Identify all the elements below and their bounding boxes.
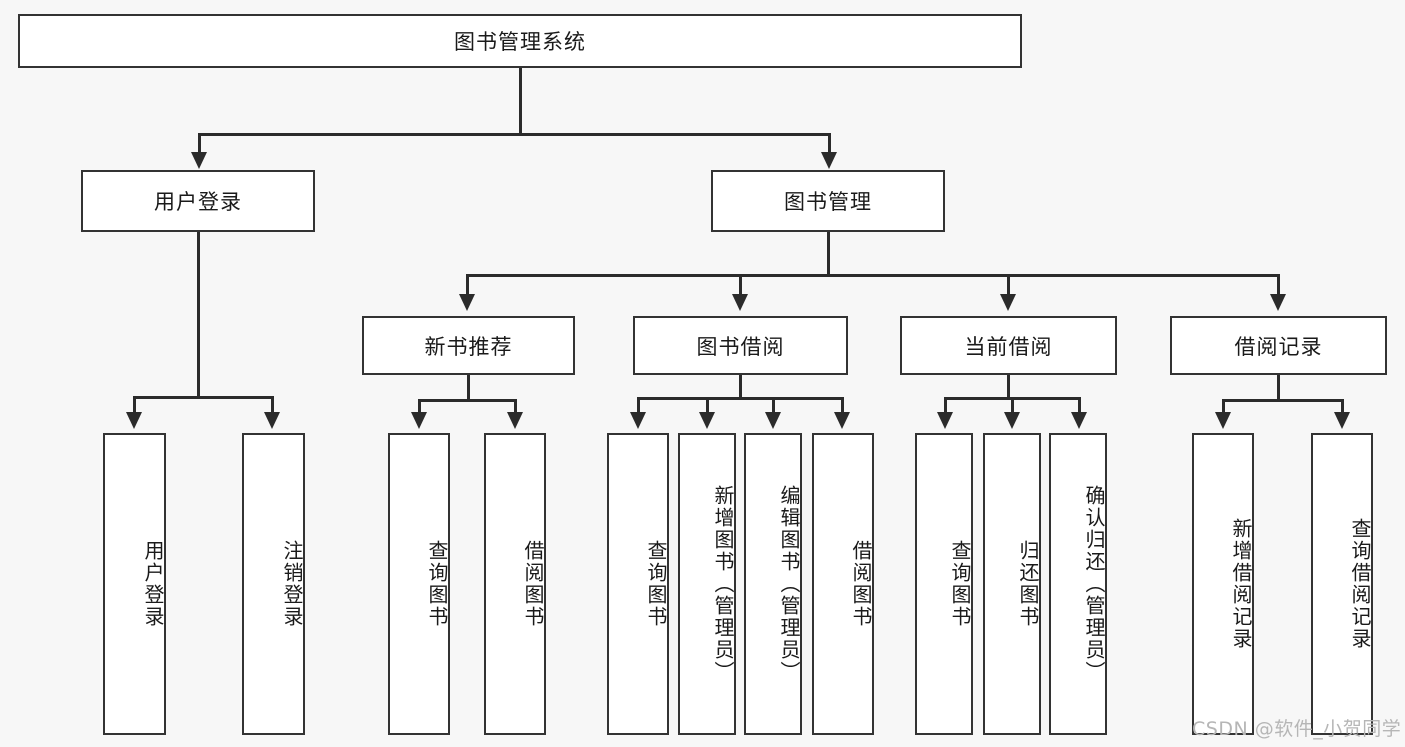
arrow-to-borrow-records [1270, 294, 1286, 311]
node-label: 图书借阅 [696, 334, 785, 359]
leaf-node-query-books-borrowing[interactable]: 查询图书 [607, 433, 669, 735]
connector-borrowing-trunk [739, 375, 742, 399]
node-label: 查询图书 [644, 540, 668, 628]
connector-records-trunk [1277, 375, 1280, 401]
arrow-to-leaf-borrow-books-2 [834, 412, 850, 429]
connector-borrowing-drop-3 [772, 397, 775, 414]
arrow-to-new-book-recommendation [459, 294, 475, 311]
arrow-to-leaf-add-record [1215, 412, 1231, 429]
connector-level3-bus [466, 274, 1279, 277]
leaf-node-borrow-books-recommend[interactable]: 借阅图书 [484, 433, 546, 735]
connector-current-drop-2 [1011, 397, 1014, 414]
connector-book-management-trunk [827, 232, 830, 276]
node-label: 当前借阅 [964, 334, 1053, 359]
leaf-node-query-books-current[interactable]: 查询图书 [915, 433, 973, 735]
leaf-node-add-borrow-record[interactable]: 新增借阅记录 [1192, 433, 1254, 735]
leaf-node-borrow-books-borrowing[interactable]: 借阅图书 [812, 433, 874, 735]
connector-user-login-drop-1 [133, 396, 136, 414]
node-label: 借阅图书 [521, 540, 545, 628]
connector-recommend-bus [418, 399, 516, 402]
leaf-node-user-login[interactable]: 用户登录 [103, 433, 166, 735]
connector-borrowing-drop-4 [841, 397, 844, 414]
arrow-to-leaf-query-books-2 [630, 412, 646, 429]
connector-recommend-drop-1 [418, 399, 421, 414]
connector-borrowing-drop-1 [637, 397, 640, 414]
node-label: 新书推荐 [424, 334, 513, 359]
arrow-to-leaf-logout [264, 412, 280, 429]
node-label: 编辑图书（管理员） [777, 485, 801, 683]
connector-records-drop-1 [1222, 399, 1225, 414]
arrow-to-leaf-confirm-return [1071, 412, 1087, 429]
arrow-to-book-management [821, 152, 837, 169]
connector-level3-drop-1 [466, 274, 469, 296]
node-label: 用户登录 [141, 540, 165, 628]
node-label: 图书管理系统 [454, 30, 586, 54]
arrow-to-leaf-query-books-1 [411, 412, 427, 429]
node-label: 注销登录 [280, 540, 304, 628]
connector-level3-drop-3 [1007, 274, 1010, 296]
leaf-node-logout[interactable]: 注销登录 [242, 433, 305, 735]
connector-user-login-drop-2 [271, 396, 274, 414]
leaf-node-query-borrow-record[interactable]: 查询借阅记录 [1311, 433, 1373, 735]
leaf-node-return-books[interactable]: 归还图书 [983, 433, 1041, 735]
node-borrow-records[interactable]: 借阅记录 [1170, 316, 1387, 375]
node-label: 用户登录 [154, 190, 242, 214]
connector-user-login-trunk [197, 232, 200, 398]
node-label: 借阅图书 [849, 540, 873, 628]
node-book-management[interactable]: 图书管理 [711, 170, 945, 232]
node-label: 查询借阅记录 [1348, 518, 1372, 650]
connector-level2-drop-left [198, 133, 201, 155]
leaf-node-add-book-admin[interactable]: 新增图书（管理员） [678, 433, 736, 735]
arrow-to-leaf-borrow-books-1 [507, 412, 523, 429]
node-label: 新增图书（管理员） [711, 485, 735, 683]
node-label: 确认归还（管理员） [1082, 485, 1106, 683]
arrow-to-leaf-query-record [1334, 412, 1350, 429]
node-root-library-management-system[interactable]: 图书管理系统 [18, 14, 1022, 68]
connector-recommend-trunk [467, 375, 470, 401]
leaf-node-edit-book-admin[interactable]: 编辑图书（管理员） [744, 433, 802, 735]
node-label: 图书管理 [784, 190, 872, 214]
node-label: 借阅记录 [1234, 334, 1323, 359]
arrow-to-leaf-add-book [699, 412, 715, 429]
node-label: 新增借阅记录 [1229, 518, 1253, 650]
connector-records-drop-2 [1341, 399, 1344, 414]
connector-level2-bus [198, 133, 830, 136]
connector-borrowing-bus [637, 397, 843, 400]
node-label: 归还图书 [1016, 540, 1040, 628]
connector-level2-drop-right [828, 133, 831, 155]
connector-recommend-drop-2 [514, 399, 517, 414]
arrow-to-leaf-return-book [1004, 412, 1020, 429]
connector-level3-drop-2 [739, 274, 742, 296]
connector-root-trunk [519, 68, 522, 134]
connector-level3-drop-4 [1277, 274, 1280, 296]
connector-borrowing-drop-2 [706, 397, 709, 414]
arrow-to-user-login [191, 152, 207, 169]
node-label: 查询图书 [948, 540, 972, 628]
csdn-watermark: CSDN @软件_小贺同学 [1192, 718, 1402, 740]
leaf-node-query-books-recommend[interactable]: 查询图书 [388, 433, 450, 735]
arrow-to-leaf-user-login [126, 412, 142, 429]
node-label: 查询图书 [425, 540, 449, 628]
connector-current-drop-3 [1078, 397, 1081, 414]
node-current-borrowing[interactable]: 当前借阅 [900, 316, 1117, 375]
node-new-book-recommendation[interactable]: 新书推荐 [362, 316, 575, 375]
connector-current-trunk [1007, 375, 1010, 399]
node-user-login[interactable]: 用户登录 [81, 170, 315, 232]
node-book-borrowing[interactable]: 图书借阅 [633, 316, 848, 375]
connector-user-login-bus [133, 396, 273, 399]
leaf-node-confirm-return-admin[interactable]: 确认归还（管理员） [1049, 433, 1107, 735]
connector-current-drop-1 [944, 397, 947, 414]
arrow-to-current-borrowing [1000, 294, 1016, 311]
arrow-to-leaf-query-books-3 [937, 412, 953, 429]
arrow-to-book-borrowing [732, 294, 748, 311]
connector-records-bus [1222, 399, 1342, 402]
arrow-to-leaf-edit-book [765, 412, 781, 429]
